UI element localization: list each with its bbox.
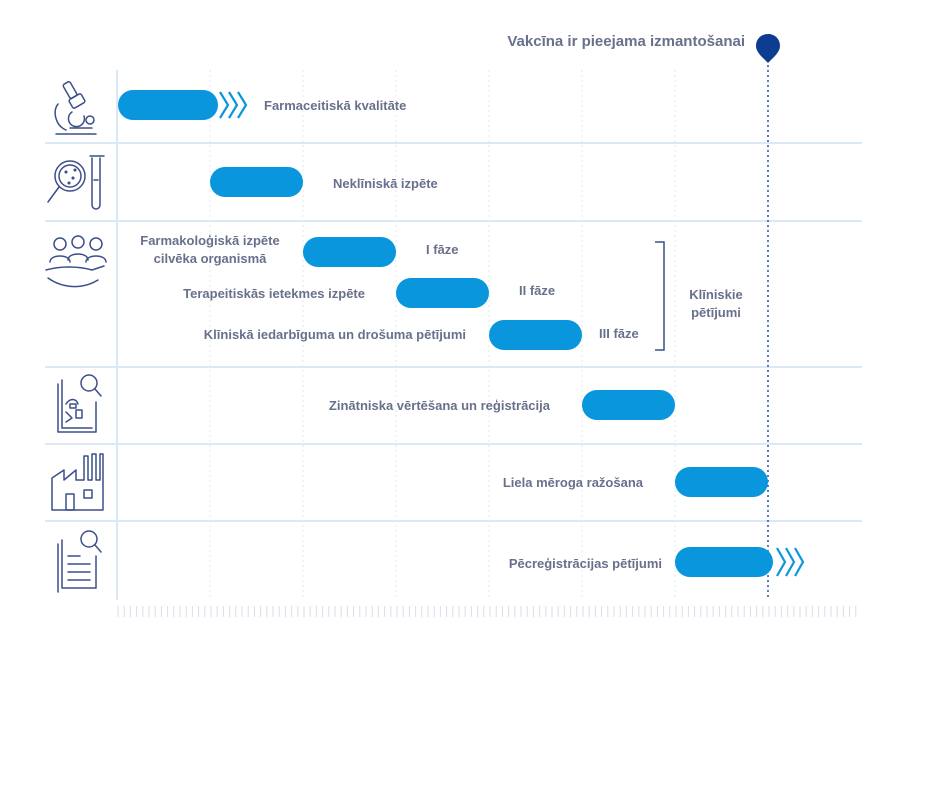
bar-phase-2 [396, 278, 489, 308]
row-separators [45, 142, 862, 522]
milestone-pin-icon [756, 34, 780, 63]
clinical-trials-label-line1: Klīniskie [689, 287, 742, 302]
label-pecregistracijas-petijumi: Pēcreģistrācijas pētījumi [509, 556, 662, 571]
document-research-icon [57, 374, 102, 433]
label-liela-meroga-razosana: Liela mēroga ražošana [503, 475, 644, 490]
clinical-trials-bracket [655, 241, 665, 351]
continue-arrows-icon [219, 91, 248, 119]
label-terapeitiskas-ietekmes-izpete: Terapeitiskās ietekmes izpēte [183, 286, 365, 301]
label-kliniska-iedarbiguma: Klīniskā iedarbīguma un drošuma pētījumi [204, 327, 466, 342]
milestone-label: Vakcīna ir pieejama izmantošanai [507, 33, 745, 50]
bar-neklīniska-izpete [210, 167, 303, 197]
bar-phase-1 [303, 237, 396, 267]
label-farmaceitiska-kvalitate: Farmaceitiskā kvalitāte [264, 98, 406, 113]
phase-3-label: III fāze [599, 326, 639, 341]
document-search-icon [57, 530, 102, 593]
label-farmakologiska-izpete-line1: Farmakoloģiskā izpēte [140, 233, 279, 248]
people-hand-icon [45, 235, 107, 288]
bar-zinatniska-vertesana [582, 390, 675, 420]
bar-pecregistracijas-petijumi [675, 547, 773, 577]
microscope-icon [54, 81, 97, 135]
magnifier-test-tube-icon [47, 155, 105, 210]
bar-liela-meroga-razosana [675, 467, 768, 497]
continue-arrows-icon [776, 547, 805, 577]
clinical-trials-label-line2: pētījumi [691, 305, 741, 320]
label-farmakologiska-izpete-line2: cilvēka organismā [154, 251, 267, 266]
bar-phase-3 [489, 320, 582, 350]
bar-farmaceitiska-kvalitate [118, 90, 218, 120]
phase-2-label: II fāze [519, 283, 555, 298]
label-neklīniska-izpete: Neklīniskā izpēte [333, 176, 438, 191]
factory-icon [51, 453, 104, 511]
label-zinatniska-vertesana: Zinātniska vērtēšana un reģistrācija [329, 398, 551, 413]
bottom-ruler [117, 606, 857, 617]
phase-1-label: I fāze [426, 242, 459, 257]
